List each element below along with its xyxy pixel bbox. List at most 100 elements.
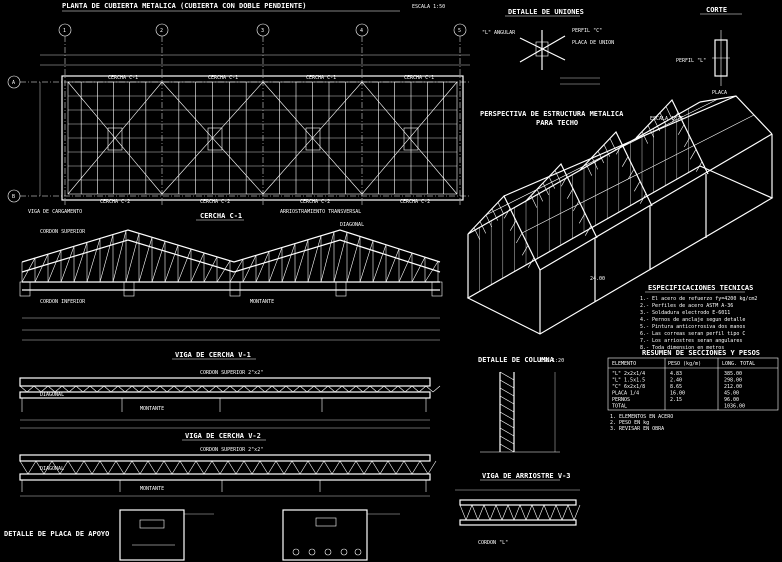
- truss-member: [96, 385, 105, 393]
- truss-member: [112, 230, 127, 283]
- truss-member: [19, 385, 28, 393]
- v1-label-1: CORDON SUPERIOR 2"x2": [200, 370, 263, 376]
- truss-member: [566, 188, 574, 199]
- placa-title: DETALLE DE PLACA DE APOYO: [4, 530, 109, 538]
- truss-member: [499, 395, 515, 405]
- truss-member: [203, 256, 218, 283]
- truss-member: [211, 460, 221, 475]
- truss-member: [292, 385, 301, 393]
- truss-member: [299, 385, 308, 393]
- truss-member: [219, 460, 229, 475]
- plan-lower-label-4: CERCHA C-2: [400, 199, 430, 205]
- truss-member: [61, 385, 70, 393]
- truss-member: [320, 231, 335, 283]
- truss-member: [203, 460, 213, 475]
- viga-cercha-v2: VIGA DE CERCHA V-2 CORDON SUPERIOR 2"x2"…: [19, 432, 437, 497]
- truss-member: [99, 234, 114, 283]
- truss-member: [323, 460, 333, 475]
- truss-member: [499, 379, 515, 389]
- truss-member: [40, 385, 49, 393]
- truss-member: [83, 460, 93, 475]
- truss-member: [155, 460, 165, 475]
- truss-member: [179, 460, 189, 475]
- truss-member: [473, 227, 481, 240]
- truss-member: [495, 504, 503, 521]
- truss-member: [627, 168, 635, 180]
- truss-member: [369, 385, 378, 393]
- table-cell: 4.83: [670, 371, 682, 377]
- axis-3: 3: [261, 28, 264, 34]
- truss-member: [543, 504, 551, 521]
- truss-member: [257, 385, 266, 393]
- detalle-placa: DETALLE DE PLACA DE APOYO: [4, 509, 400, 561]
- truss-member: [554, 170, 562, 183]
- truss-member: [497, 202, 505, 215]
- table-header-3: LONG. TOTAL: [722, 361, 755, 367]
- truss-member: [313, 385, 322, 393]
- truss-member: [425, 385, 434, 393]
- truss-member: [542, 182, 550, 196]
- truss-member: [164, 244, 179, 283]
- detail-corte: CORTE PERFIL "L" PLACA: [676, 6, 742, 96]
- truss-member: [283, 460, 293, 475]
- perspective-dim: 24.00: [590, 276, 605, 282]
- truss-member: [250, 385, 259, 393]
- truss-member: [385, 248, 400, 283]
- truss-member: [138, 237, 153, 283]
- columna-scale: ESC 1:20: [540, 358, 564, 364]
- truss-member: [124, 385, 133, 393]
- truss-member: [91, 460, 101, 475]
- spec-item-1: 1.- El acero de refuerzo fy=4200 kg/cm2: [640, 296, 757, 302]
- truss-member: [549, 504, 557, 521]
- cercha-c1: CERCHA C-1 CORDON SUPERIOR CORDON INFERI…: [19, 212, 443, 341]
- truss-member: [548, 176, 556, 189]
- truss-member: [585, 163, 593, 176]
- perspective-view: PERSPECTIVA DE ESTRUCTURA METALICA PARA …: [466, 95, 774, 335]
- truss-member: [33, 385, 42, 393]
- truss-member: [139, 460, 149, 475]
- main-title: PLANTA DE CUBIERTA METALICA (CUBIERTA CO…: [62, 2, 306, 10]
- table-cell: 8.65: [670, 384, 682, 390]
- truss-member: [227, 460, 237, 475]
- truss-member: [584, 225, 592, 236]
- truss-member: [398, 252, 413, 283]
- c1-label-3: MONTANTE: [250, 299, 274, 305]
- truss-member: [21, 257, 36, 283]
- table-note-2: 2. PESO EN kg: [610, 420, 649, 426]
- truss-member: [151, 241, 166, 283]
- truss-member: [195, 460, 205, 475]
- columna-title: DETALLE DE COLUMNA: [478, 356, 555, 364]
- truss-member: [215, 385, 224, 393]
- truss-member: [359, 240, 374, 283]
- spec-item-2: 2.- Perfiles de acero ASTM A-36: [640, 303, 733, 309]
- truss-member: [333, 232, 348, 283]
- truss-member: [259, 460, 269, 475]
- truss-member: [395, 460, 405, 475]
- truss-member: [51, 460, 61, 475]
- truss-member: [68, 385, 77, 393]
- specs-block: ESPECIFICACIONES TECNICAS 1.- El acero d…: [640, 284, 757, 351]
- truss-member: [229, 385, 238, 393]
- truss-member: [307, 460, 317, 475]
- table-cell: 298.00: [724, 378, 742, 384]
- truss-member: [536, 189, 544, 202]
- truss-member: [561, 504, 569, 521]
- truss-member: [73, 242, 88, 283]
- arrostre-title: VIGA DE ARRIOSTRE V-3: [482, 472, 571, 480]
- truss-member: [123, 460, 133, 475]
- truss-member: [521, 245, 529, 256]
- truss-member: [659, 112, 667, 125]
- truss-member: [597, 150, 605, 164]
- truss-member: [251, 460, 261, 475]
- truss-member: [411, 385, 420, 393]
- truss-member: [376, 385, 385, 393]
- truss-member: [432, 385, 441, 393]
- detalle-columna: DETALLE DE COLUMNA ESC 1:20: [478, 356, 564, 453]
- truss-member: [647, 125, 655, 138]
- truss-member: [54, 385, 63, 393]
- table-cell: 2.15: [670, 397, 682, 403]
- axis-a: A: [12, 80, 15, 86]
- truss-member: [390, 385, 399, 393]
- truss-member: [271, 385, 280, 393]
- truss-member: [60, 246, 75, 283]
